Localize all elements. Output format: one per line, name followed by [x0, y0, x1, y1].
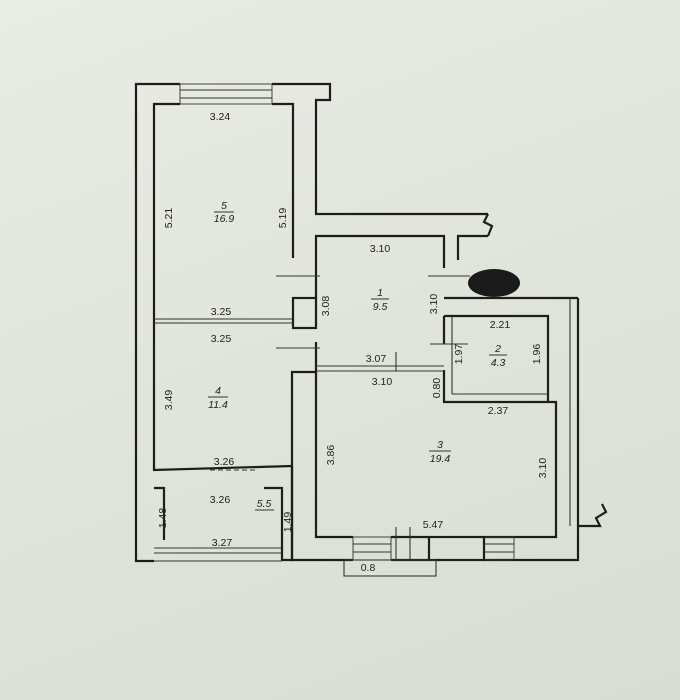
room4-area: 11.4: [208, 399, 228, 411]
dim-3-10-room3: 3.10: [537, 458, 549, 479]
room3-number: 3: [437, 439, 443, 451]
wall-room2: [444, 314, 550, 402]
room2-number: 2: [494, 343, 501, 355]
dim-5-47: 5.47: [423, 519, 444, 531]
dim-0-8: 0.8: [361, 562, 376, 574]
wall-balcony: [154, 486, 166, 540]
dimensions: 3.24 5.21 5.19 3.10 3.08 3.10 3.25 3.25 …: [157, 111, 549, 574]
dim-1-96: 1.96: [531, 344, 543, 365]
room4-number: 4: [215, 385, 221, 397]
room5-number: 5: [221, 200, 227, 212]
wall-room1-top: [314, 234, 446, 268]
room2-area: 4.3: [491, 357, 506, 369]
dim-3-10-top: 3.10: [370, 243, 391, 255]
balcony-area: 5.5: [257, 498, 272, 510]
dim-3-49: 3.49: [163, 390, 175, 411]
dim-1-49: 1.49: [282, 512, 294, 533]
wall-room3-left-inner: [314, 372, 353, 539]
room3-area: 19.4: [430, 453, 451, 465]
dim-5-21: 5.21: [163, 208, 175, 229]
window-top: [179, 83, 273, 105]
windows: [154, 83, 515, 577]
dim-5-19: 5.19: [277, 208, 289, 229]
wall-room3-bottom-d: [484, 526, 580, 562]
wall-break-right: [578, 503, 608, 528]
dim-0-80: 0.80: [431, 378, 443, 399]
dim-3-10-right: 3.10: [428, 294, 440, 315]
room-labels: 5 16.9 4 11.4 1 9.5 2 4.3 3 19.4 5.5: [208, 200, 507, 511]
dim-3-24: 3.24: [210, 111, 231, 123]
dim-3-86: 3.86: [325, 445, 337, 466]
room5-area: 16.9: [214, 213, 235, 225]
wall-room3-left: [290, 342, 353, 562]
dim-3-25-lower: 3.25: [211, 333, 232, 345]
wall-balcony-right: [264, 466, 294, 562]
window-balcony: [154, 547, 282, 562]
outer-wall-left: [134, 82, 180, 563]
dim-3-07: 3.07: [366, 353, 387, 365]
room1-number: 1: [377, 287, 383, 299]
dim-2-21: 2.21: [490, 319, 511, 331]
redaction-blot: [468, 269, 520, 297]
dim-2-37: 2.37: [488, 405, 509, 417]
wall-corridor-top: [456, 234, 488, 260]
partition-stub: [291, 296, 318, 330]
window-bottom-right: [427, 535, 515, 562]
wall-break-top: [482, 213, 494, 237]
dim-3-26-lower: 3.26: [210, 494, 231, 506]
inner-wall-left: [152, 102, 293, 472]
wall-room5-right-outer: [272, 82, 488, 216]
entrance-box: [343, 527, 437, 577]
dim-1-48: 1.48: [157, 508, 169, 529]
wall-room3-bottom-c: [442, 370, 558, 539]
window-bottom-left: [352, 536, 392, 561]
wall-room5-right-inner: [272, 102, 295, 258]
dim-3-25-upper: 3.25: [211, 306, 232, 318]
dim-3-27: 3.27: [212, 537, 233, 549]
dim-1-97: 1.97: [453, 344, 465, 365]
room1-area: 9.5: [373, 301, 388, 313]
dim-3-08: 3.08: [320, 296, 332, 317]
dim-3-26-upper: 3.26: [214, 456, 235, 468]
dim-3-10-mid: 3.10: [372, 376, 393, 388]
walls: [134, 82, 608, 563]
